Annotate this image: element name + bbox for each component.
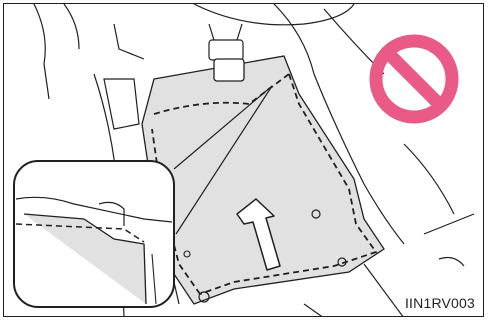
illustration-frame: IIN1RV003 xyxy=(3,3,484,317)
figure-code: IIN1RV003 xyxy=(405,295,475,311)
pedal-cutout xyxy=(214,59,244,81)
prohibition-icon xyxy=(376,41,452,117)
detail-inset xyxy=(14,161,174,307)
floor-mat-illustration xyxy=(4,4,484,317)
